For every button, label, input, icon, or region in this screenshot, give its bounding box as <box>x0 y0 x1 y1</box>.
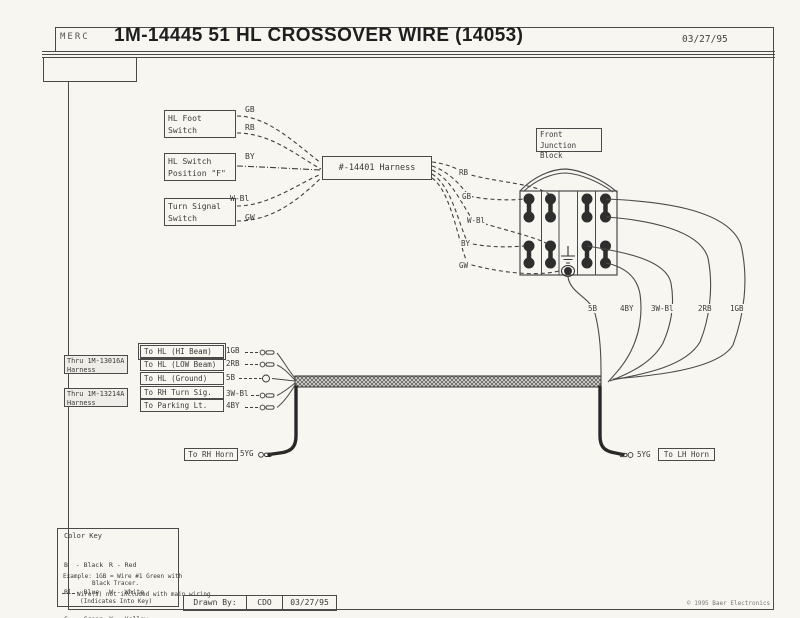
output-hl-ground-box: To HL (Ground) <box>140 372 224 385</box>
title-block-empty-box <box>43 57 137 82</box>
right-border <box>773 27 774 610</box>
hl-foot-switch-line2: Switch <box>168 126 197 135</box>
thru-13214a-line1: Thru 1M-13214A <box>67 390 125 398</box>
output-hl-low-beam-box: To HL (LOW Beam) <box>140 358 224 371</box>
key-y-yellow: Y - Yellow <box>109 615 148 618</box>
main-harness-loom <box>294 375 602 388</box>
output-wire-4by: 4BY <box>226 401 240 410</box>
hl-position-switch-line1: HL Switch <box>168 157 212 166</box>
junction-out-2rb: 2RB <box>697 304 713 313</box>
output-parking-lt-box: To Parking Lt. <box>140 399 224 412</box>
junction-out-4by: 4BY <box>619 304 635 313</box>
output-wire-3wbl: 3W-Bl <box>226 389 249 398</box>
hl-foot-switch-line1: HL Foot <box>168 114 202 123</box>
junction-in-by: BY <box>460 239 472 248</box>
junction-out-5b: 5B <box>587 304 599 313</box>
color-key-col2: R - Red W - White Y - Yellow <box>109 543 148 618</box>
page-title: 1M-14445 51 HL CROSSOVER WIRE (14053) <box>114 25 524 46</box>
output-leads <box>239 352 262 408</box>
rh-horn-wire-5yg: 5YG <box>240 449 254 458</box>
wire-label-by: BY <box>245 152 255 161</box>
to-rh-horn-box: To RH Horn <box>184 448 238 461</box>
turn-signal-switch-line2: Switch <box>168 214 197 223</box>
turn-signal-switch-box: Turn Signal Switch <box>164 198 236 226</box>
thru-13016a-line2: Harness <box>67 365 96 374</box>
color-key-note-line2: (Indicates Into Key) <box>80 598 153 605</box>
hl-foot-switch-box: HL Foot Switch <box>164 110 236 138</box>
front-junction-block <box>519 168 618 278</box>
thru-13214a-line2: Harness <box>67 398 96 407</box>
harness-to-junction-wires <box>431 161 560 275</box>
key-r-red: R - Red <box>109 561 137 569</box>
loom-left-fanout <box>271 352 296 408</box>
ground-ring-connector <box>262 374 270 383</box>
junction-out-1gb: 1GB <box>729 304 745 313</box>
harness-14401-box: #-14401 Harness <box>322 156 432 180</box>
color-key-box: Color Key B - Black Bl - Blue G - Green … <box>57 528 211 618</box>
thru-13016a-line1: Thru 1M-13016A <box>67 357 125 365</box>
header-bottom-band <box>42 51 775 59</box>
drawn-by-initials-cell: CDO <box>246 596 282 610</box>
horn-connectors <box>258 451 634 458</box>
drawn-by-date-cell: 03/27/95 <box>282 596 336 610</box>
header-top-rule <box>55 27 773 28</box>
junction-in-gb: GB <box>461 192 473 201</box>
color-key-note-line1: Wire(s) not included with main wiring <box>62 591 211 598</box>
header-left-rule <box>55 27 56 51</box>
thru-harness-13214a-box: Thru 1M-13214A Harness <box>64 388 128 407</box>
junction-to-harness-wires <box>567 198 746 383</box>
color-key-col1: B - Black Bl - Blue G - Green <box>64 543 103 618</box>
front-junction-block-label: Front Junction Block <box>536 128 602 160</box>
hl-position-switch-line2: Position "F" <box>168 169 226 178</box>
output-wire-1gb: 1GB <box>226 346 240 355</box>
key-b-black: B - Black <box>64 561 104 569</box>
output-hl-hi-beam-box: To HL (HI Beam) <box>138 343 226 360</box>
wire-label-gw: GW <box>245 213 255 222</box>
front-junction-line1: Front Junction <box>540 130 577 150</box>
junction-in-gw: GW <box>458 261 470 270</box>
thru-harness-13016a-box: Thru 1M-13016A Harness <box>64 355 128 374</box>
wire-label-gb: GB <box>245 105 255 114</box>
color-key-title: Color Key <box>64 532 102 540</box>
copyright-notice: © 1995 Baer Electronics <box>687 600 771 607</box>
terminal-studs <box>523 193 611 269</box>
junction-out-3wbl: 3W-Bl <box>650 304 675 313</box>
switch-to-harness-wires <box>236 115 322 222</box>
bottom-border <box>68 609 773 610</box>
junction-in-rb: RB <box>458 168 470 177</box>
output-wire-5b: 5B <box>226 373 236 382</box>
bullet-connectors <box>259 349 275 411</box>
junction-in-wbl: W-Bl <box>466 216 487 225</box>
key-g-green: G - Green <box>64 615 103 618</box>
color-key-example-line1: Example: 1GB = Wire #1 Green with <box>63 573 183 580</box>
left-border <box>68 82 69 609</box>
key-bl-blue: Bl - Blue <box>64 588 100 596</box>
dashed-line-sample <box>62 593 75 594</box>
lh-horn-wire-5yg: 5YG <box>637 450 651 459</box>
hl-position-switch-box: HL Switch Position "F" <box>164 153 236 181</box>
header-date: 03/27/95 <box>682 34 728 45</box>
drawn-by-label-cell: Drawn By: <box>193 598 237 607</box>
brand-label: MERC <box>60 32 90 42</box>
to-lh-horn-box: To LH Horn <box>658 448 715 461</box>
output-rh-turn-sig-box: To RH Turn Sig. <box>140 386 224 399</box>
turn-signal-switch-line1: Turn Signal <box>168 202 221 211</box>
output-wire-2rb: 2RB <box>226 359 240 368</box>
drawn-by-table: Drawn By: CDO 03/27/95 <box>183 595 337 611</box>
color-key-example-line2: Black Tracer. <box>92 580 139 587</box>
wire-label-wbl: W-Bl <box>230 194 250 203</box>
front-junction-line2: Block <box>540 151 563 160</box>
wire-label-rb: RB <box>245 123 255 132</box>
key-w-white: W - White <box>109 588 145 596</box>
ground-symbol <box>560 246 576 278</box>
horn-wires <box>267 385 625 457</box>
